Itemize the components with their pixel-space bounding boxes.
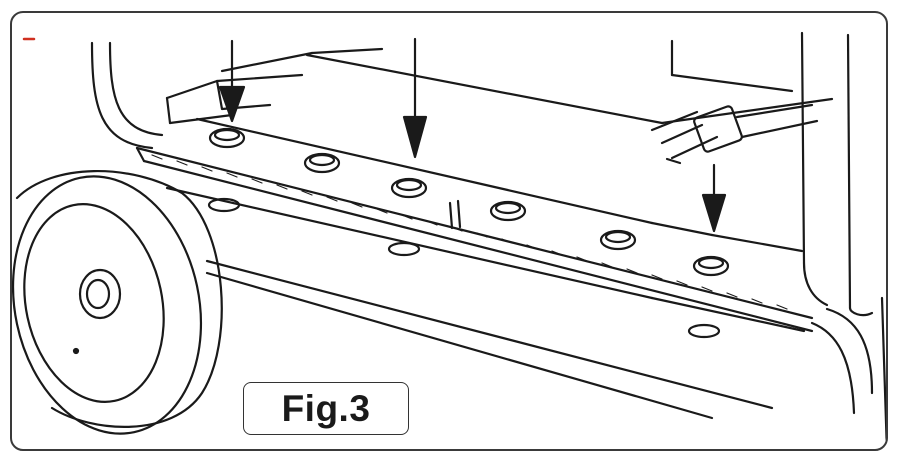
left-frame-tube bbox=[90, 41, 164, 150]
plate-hatching bbox=[151, 154, 788, 310]
lower-rail bbox=[205, 259, 774, 420]
bolt-nut bbox=[494, 201, 522, 215]
right-panel bbox=[670, 31, 874, 317]
bolt-nuts bbox=[208, 127, 730, 277]
center-post bbox=[448, 199, 462, 230]
bolt-nut bbox=[208, 127, 246, 149]
right-frame-tube bbox=[810, 296, 886, 449]
down-arrow-icon bbox=[701, 163, 727, 233]
figure-frame: Fig.3 bbox=[10, 11, 888, 451]
base-plate bbox=[135, 117, 814, 333]
bolt-nut bbox=[213, 128, 241, 142]
figure-label: Fig.3 bbox=[243, 382, 409, 435]
bolt-nut bbox=[390, 177, 428, 199]
top-rail bbox=[220, 47, 834, 125]
down-arrow-icon bbox=[218, 39, 246, 123]
bolt-nut bbox=[489, 200, 527, 222]
heater-base-drawing bbox=[12, 31, 886, 449]
bolt-nut bbox=[697, 256, 725, 270]
power-plug bbox=[650, 103, 819, 165]
underside-bolts bbox=[207, 197, 721, 339]
down-arrow-icon bbox=[402, 37, 428, 159]
wheel bbox=[12, 170, 223, 435]
bolt-nut bbox=[604, 230, 632, 244]
bolt-nut bbox=[303, 152, 341, 174]
bolt-nut bbox=[308, 153, 336, 167]
bolt-nut bbox=[599, 229, 637, 251]
bolt-nut bbox=[395, 178, 423, 192]
bolt-nut bbox=[692, 255, 730, 277]
